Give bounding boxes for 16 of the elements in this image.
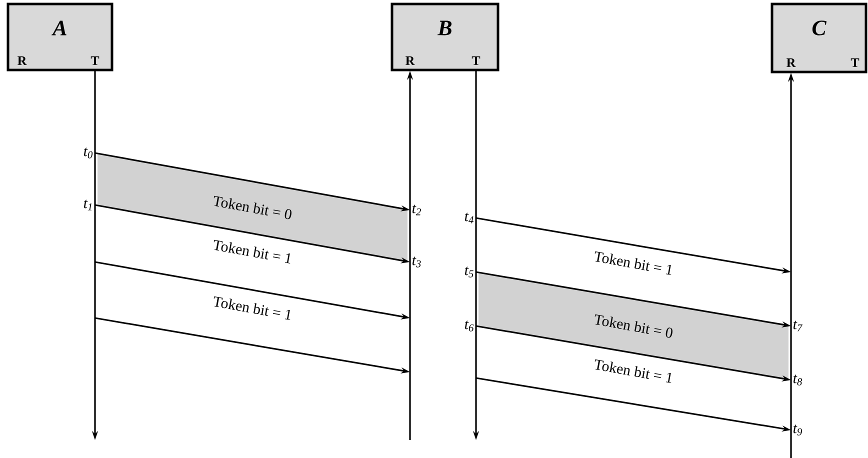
- time-label: t$_{6}$: [464, 320, 474, 332]
- message-label: Token bit = 1: [214, 296, 290, 320]
- station-box: C R T: [770, 2, 868, 74]
- station-box: A R T: [6, 2, 114, 72]
- edge-label: Token bit = 1: [214, 240, 290, 264]
- edge-label: Token bit = 1: [594, 251, 672, 275]
- time-label: t$_{1}$: [84, 200, 92, 210]
- time-label: t$_{2}$: [412, 204, 421, 216]
- time-label: t$_{8}$: [793, 374, 802, 386]
- time-label: t$_{9}$: [793, 424, 802, 436]
- station-box: B R T: [390, 2, 500, 72]
- time-label: t$_{5}$: [464, 266, 474, 278]
- time-label: t$_{0}$: [84, 148, 93, 158]
- time-label: t$_{3}$: [412, 256, 421, 268]
- time-label: t$_{4}$: [464, 212, 474, 224]
- time-label: t$_{7}$: [793, 320, 803, 332]
